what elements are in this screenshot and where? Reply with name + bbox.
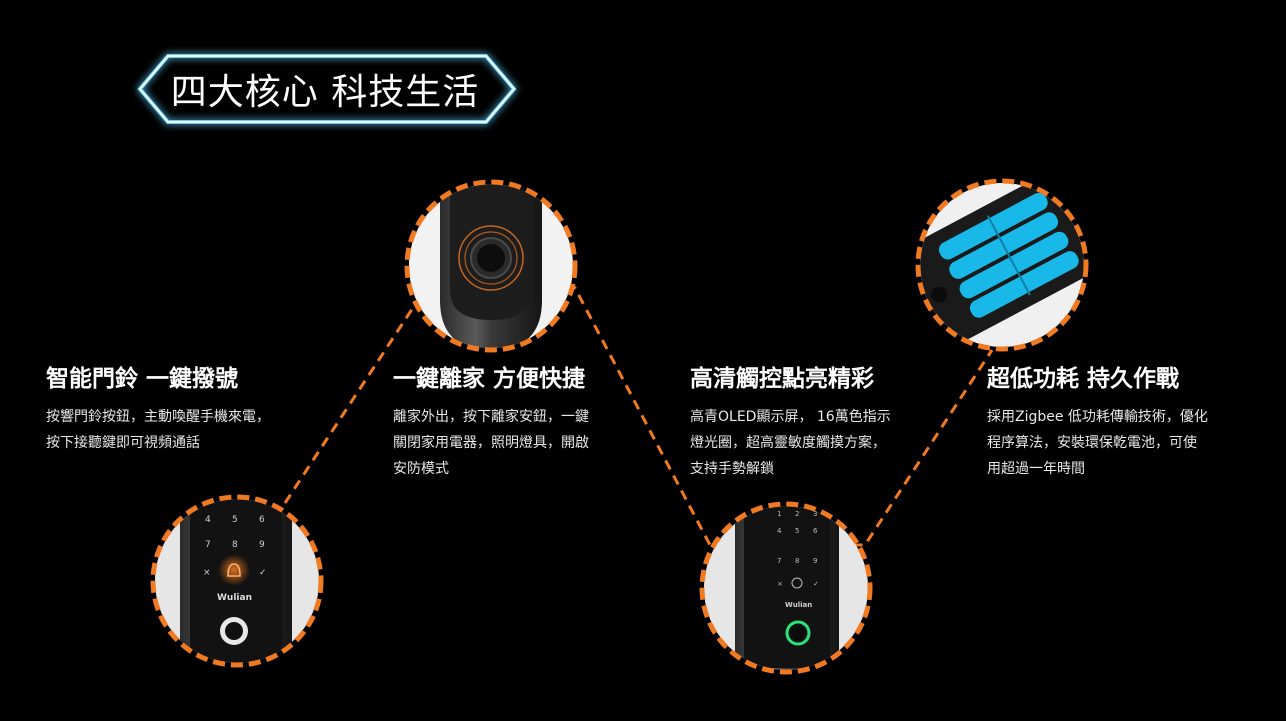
bell-glow	[218, 554, 250, 586]
key: 4	[777, 527, 782, 535]
touch-keypad	[699, 501, 873, 675]
feature-title: 一鍵離家 方便快捷	[393, 366, 586, 392]
key: ×	[203, 568, 211, 578]
battery-closeup	[915, 178, 1089, 352]
right-keypad-keys: 1 2 3 4 5 6 7 8 9 × ✓ Wulian	[777, 510, 819, 609]
key: 5	[232, 515, 238, 525]
feature-title: 高清觸控點亮精彩	[690, 366, 874, 392]
key: 7	[777, 557, 781, 565]
key: 2	[795, 510, 799, 518]
bell-icon	[227, 563, 241, 577]
key: ✓	[259, 568, 267, 578]
header-hexagon	[138, 55, 516, 123]
feature-low-power: 超低功耗 持久作戰 採用Zigbee 低功耗傳輸技術，優化 程序算法，安裝環保乾…	[987, 364, 1257, 482]
brand-logo: Wulian	[217, 593, 252, 603]
doorbell-keypad	[150, 494, 324, 668]
key: ×	[777, 580, 783, 588]
key: 9	[813, 557, 817, 565]
feature-description: 採用Zigbee 低功耗傳輸技術，優化 程序算法，安裝環保乾電池，可使 用超過一…	[987, 409, 1208, 477]
key: 9	[259, 540, 265, 550]
key: 8	[232, 540, 238, 550]
feature-description: 按響門鈴按鈕，主動喚醒手機來電， 按下接聽鍵即可視頻通話	[46, 409, 270, 451]
feature-title: 智能門鈴 一鍵撥號	[46, 366, 239, 392]
fingerprint-closeup	[404, 179, 578, 353]
feature-touch-display: 高清觸控點亮精彩 高青OLED顯示屏， 16萬色指示 燈光圈，超高靈敏度觸摸方案…	[690, 364, 960, 482]
feature-doorbell: 智能門鈴 一鍵撥號 按響門鈴按鈕，主動喚醒手機來電， 按下接聽鍵即可視頻通話	[46, 364, 316, 456]
key: 6	[813, 527, 818, 535]
feature-description: 離家外出，按下離家安鈕，一鍵 關閉家用電器，照明燈具，開啟 安防模式	[393, 409, 589, 477]
key: 6	[259, 515, 265, 525]
key: 4	[205, 515, 211, 525]
key: 1	[777, 510, 781, 518]
key: ✓	[813, 580, 819, 588]
key: 3	[813, 510, 817, 518]
header-frame	[20, 54, 634, 124]
bell-icon	[791, 577, 803, 589]
left-keypad-keys: 4 5 6 7 8 9 × ✓ Wulian	[203, 515, 267, 603]
feature-title: 超低功耗 持久作戰	[987, 366, 1180, 392]
key: 8	[795, 557, 799, 565]
feature-leave-home: 一鍵離家 方便快捷 離家外出，按下離家安鈕，一鍵 關閉家用電器，照明燈具，開啟 …	[393, 364, 663, 482]
key: 7	[205, 540, 211, 550]
connector-dashed-line	[283, 286, 994, 547]
brand-logo: Wulian	[785, 601, 812, 609]
key: 5	[795, 527, 799, 535]
page-title: 四大核心 科技生活	[170, 72, 480, 113]
fingerprint-ring-icon	[785, 620, 811, 646]
feature-description: 高青OLED顯示屏， 16萬色指示 燈光圈，超高靈敏度觸摸方案， 支持手勢解鎖	[690, 409, 891, 477]
